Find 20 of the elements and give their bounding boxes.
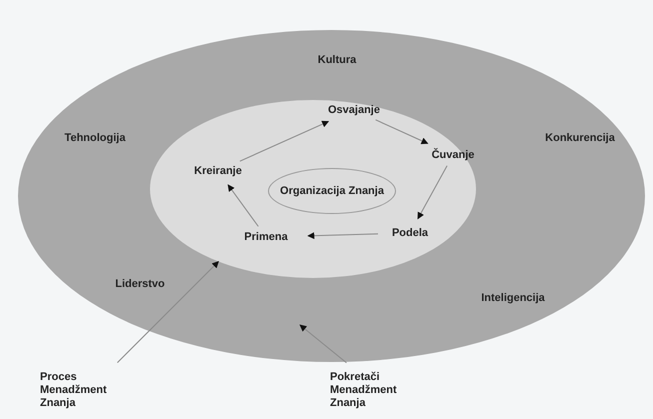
- arrow: [299, 324, 347, 364]
- node-label: Primena: [230, 228, 302, 246]
- ring-label: Kultura: [316, 53, 358, 68]
- arrow: [307, 232, 378, 240]
- node-label: Podela: [380, 224, 440, 242]
- node-label: Pokretači Menadžment Znanja: [330, 364, 430, 416]
- ring-label: Tehnologija: [64, 131, 126, 146]
- arrow: [228, 184, 259, 227]
- ring-label: Konkurencija: [544, 131, 616, 146]
- node-label: Čuvanje: [418, 146, 488, 164]
- arrow: [375, 119, 428, 144]
- node-label: Osvajanje: [316, 101, 392, 119]
- center-ellipse: Organizacija Znanja: [268, 168, 396, 214]
- ring-label: Liderstvo: [114, 277, 166, 292]
- node-label: Kreiranje: [180, 162, 256, 180]
- arrow: [239, 120, 330, 162]
- node-label: Proces Menadžment Znanja: [40, 364, 140, 416]
- arrow: [417, 165, 448, 220]
- arrow: [116, 261, 219, 364]
- ring-label: Inteligencija: [480, 291, 546, 306]
